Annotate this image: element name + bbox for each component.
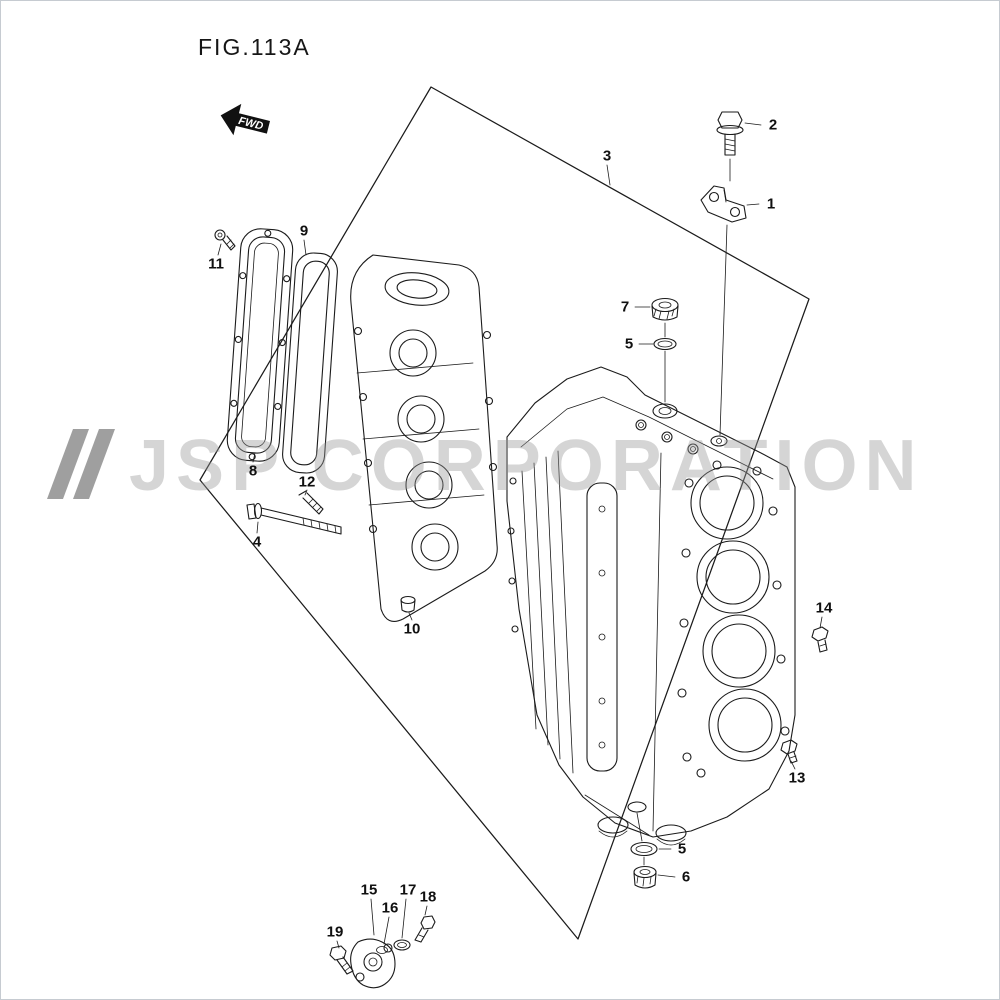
part-bolt-14	[811, 626, 829, 653]
figure-title: FIG.113A	[198, 34, 311, 60]
leader-line-18	[424, 905, 428, 916]
part-bolt-19	[329, 945, 354, 975]
part-plug-10	[400, 595, 416, 613]
leader-line-2	[744, 122, 762, 126]
leader-line-8	[252, 452, 256, 463]
leader-line-16	[383, 916, 390, 945]
part-thermostat-16	[376, 946, 388, 954]
leader-line-9	[303, 239, 307, 256]
part-oring-5-upper	[653, 337, 677, 351]
part-oring-5-lower	[630, 841, 658, 857]
part-bolt-13	[780, 739, 798, 764]
leader-lines	[217, 122, 823, 949]
leader-line-1	[746, 203, 760, 206]
part-plug-6	[633, 865, 657, 889]
fwd-arrow-icon	[220, 103, 271, 136]
part-cylinder-head	[350, 254, 498, 622]
diagram-border	[199, 86, 810, 940]
part-stud-bolt-12	[298, 490, 324, 515]
leader-line-14	[819, 616, 823, 629]
leader-line-6	[657, 874, 676, 878]
part-bolt-18	[414, 915, 436, 943]
leader-line-13	[790, 760, 796, 770]
leader-line-3	[606, 164, 611, 186]
leader-line-10	[408, 612, 413, 621]
part-cylinder-head-cover	[226, 228, 294, 462]
fwd-arrow-label: FWD	[237, 115, 264, 133]
leader-line-4	[256, 521, 259, 534]
fwd-arrow: FWD	[220, 103, 271, 136]
part-bracket-1	[700, 185, 747, 223]
leader-line-17	[401, 898, 407, 939]
leader-line-15	[370, 898, 375, 936]
part-cap-7	[651, 297, 679, 321]
leader-line-12	[304, 489, 308, 496]
assembly-alignment-lines	[636, 158, 731, 866]
part-screw-11	[214, 229, 236, 251]
part-cylinder-block	[506, 366, 796, 846]
part-bolt-4	[246, 502, 342, 535]
part-head-cover-gasket	[282, 252, 338, 474]
part-bolt-2	[716, 111, 744, 156]
part-thermostat-cover-15	[350, 938, 396, 989]
leader-line-11	[217, 243, 222, 256]
part-gasket-17	[393, 939, 411, 951]
leader-line-19	[336, 940, 340, 949]
